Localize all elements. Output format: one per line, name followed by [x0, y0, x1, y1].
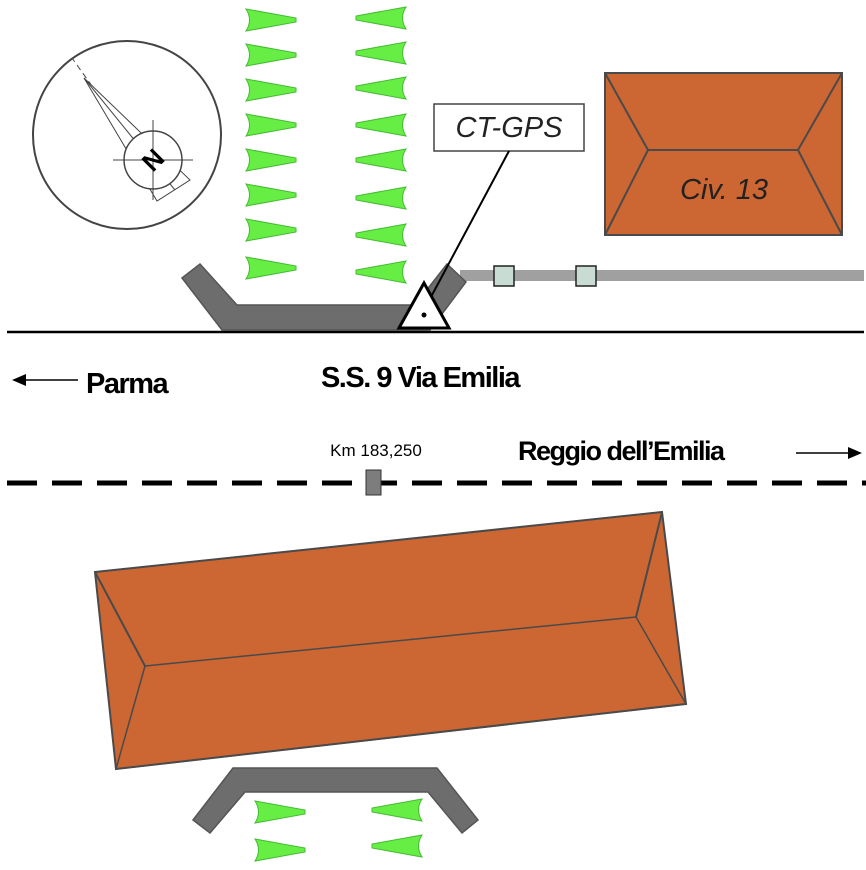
road-name: S.S. 9 Via Emilia: [321, 362, 521, 394]
destination-parma: Parma: [86, 368, 170, 400]
fence: [460, 265, 864, 287]
station-callout: CT-GPS: [423, 103, 585, 311]
hedge-row-east: [355, 6, 407, 284]
hedge-row-west: [245, 8, 297, 280]
curb-south: [191, 767, 480, 835]
milestone-label: Km 183,250: [330, 441, 422, 460]
fence-post: [575, 265, 597, 287]
station-marker: [396, 279, 452, 330]
building-south: [93, 510, 688, 771]
building-label: Civ. 13: [680, 174, 768, 206]
hedge-south: [254, 798, 423, 862]
destination-reggio: Reggio dell’Emilia: [518, 436, 726, 466]
milestone-post: [365, 469, 382, 496]
road-labels: Parma S.S. 9 Via Emilia Km 183,250 Reggi…: [12, 362, 862, 466]
station-label: CT-GPS: [456, 112, 564, 144]
compass: N: [32, 40, 222, 230]
building-civ-13: Civ. 13: [604, 72, 843, 236]
fence-post: [493, 265, 515, 287]
curb-north: [180, 262, 468, 331]
